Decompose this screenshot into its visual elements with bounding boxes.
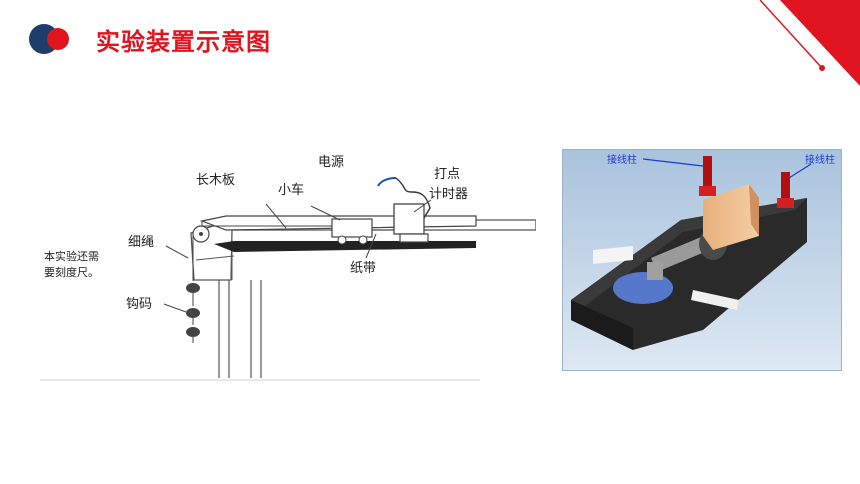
logo-circles bbox=[29, 24, 75, 54]
photo-label-terminal-left: 接线柱 bbox=[607, 153, 637, 166]
label-power: 电源 bbox=[318, 155, 344, 170]
photo-label-terminal-right: 接线柱 bbox=[805, 153, 835, 166]
label-string: 细绳 bbox=[128, 235, 154, 250]
label-weights: 钩码 bbox=[126, 297, 152, 312]
page-title: 实验装置示意图 bbox=[96, 28, 271, 56]
timer-photo: 接线柱 接线柱 bbox=[562, 149, 842, 371]
label-note-line2: 要刻度尺。 bbox=[44, 265, 99, 279]
label-cart: 小车 bbox=[278, 182, 304, 198]
label-tape: 纸带 bbox=[350, 261, 376, 276]
label-note-line1: 本实验还需 bbox=[44, 249, 99, 263]
label-timer-line1: 打点 bbox=[434, 167, 460, 182]
label-board: 长木板 bbox=[196, 173, 235, 188]
apparatus-diagram: 电源 打点 计时器 长木板 小车 细绳 纸带 钩码 本实验还需 要刻度尺。 bbox=[40, 155, 536, 381]
logo-circle-red bbox=[47, 28, 69, 50]
corner-decoration bbox=[760, 0, 860, 86]
label-timer-line2: 计时器 bbox=[429, 187, 468, 202]
